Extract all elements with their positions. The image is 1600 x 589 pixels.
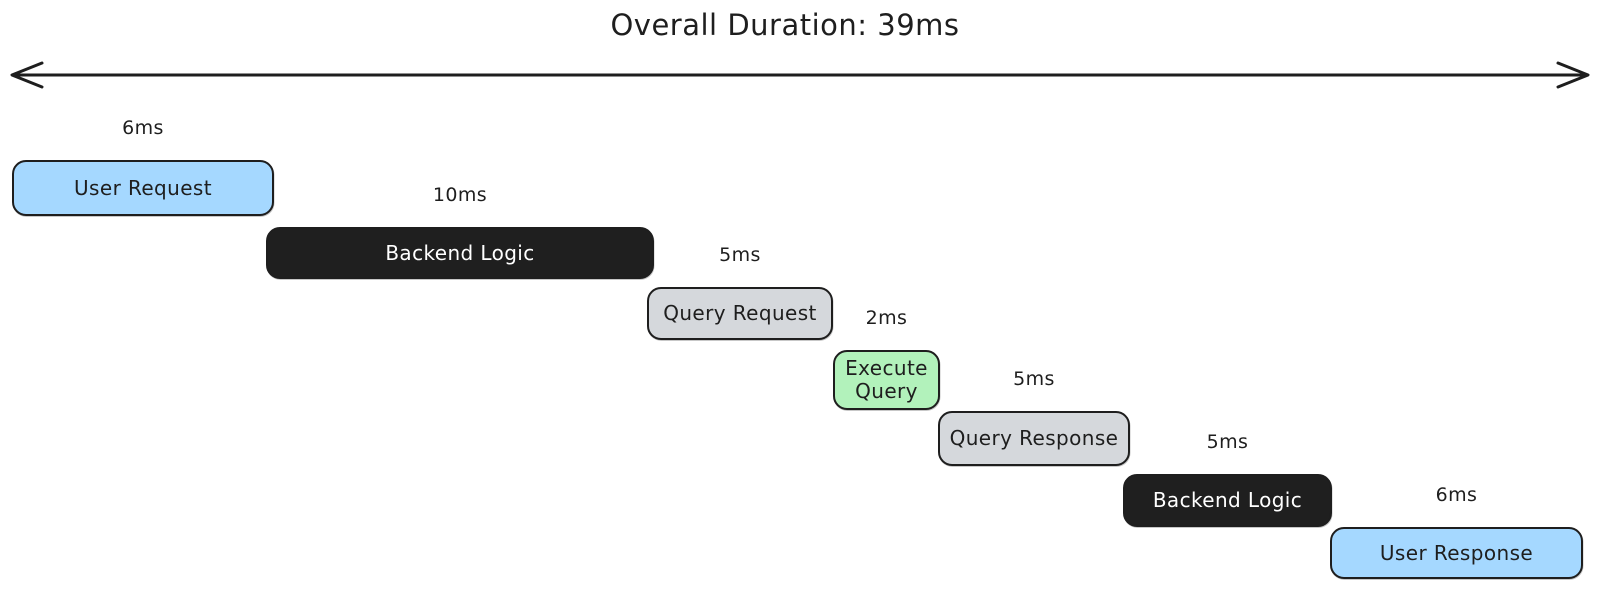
segment-box-backend-logic-2: Backend Logic bbox=[1123, 474, 1332, 527]
segment-duration-query-response: 5ms bbox=[1013, 368, 1055, 390]
segment-label: Query Response bbox=[949, 426, 1119, 450]
segment-box-query-request: Query Request bbox=[647, 287, 833, 340]
segment-label: User Response bbox=[1379, 540, 1534, 565]
segment-duration-execute-query: 2ms bbox=[865, 307, 908, 329]
diagram-title: Overall Duration: 39ms bbox=[610, 8, 960, 42]
segment-label: Backend Logic bbox=[1152, 488, 1303, 512]
segment-box-query-response: Query Response bbox=[938, 411, 1130, 466]
segment-duration-user-response: 6ms bbox=[1435, 484, 1478, 506]
segment-duration-query-request: 5ms bbox=[719, 244, 761, 266]
segment-label: User Request bbox=[74, 175, 212, 200]
segment-label: Query Request bbox=[663, 301, 817, 325]
arrowhead-left-icon bbox=[10, 61, 44, 89]
segment-duration-backend-logic-2: 5ms bbox=[1206, 431, 1249, 453]
segment-box-user-response: User Response bbox=[1330, 527, 1583, 579]
segment-duration-user-request: 6ms bbox=[122, 117, 164, 139]
segment-box-backend-logic-1: Backend Logic bbox=[266, 227, 654, 279]
arrowhead-right-icon bbox=[1556, 61, 1590, 89]
segment-box-execute-query: Execute Query bbox=[833, 350, 940, 410]
segment-duration-backend-logic-1: 10ms bbox=[432, 184, 488, 206]
segment-box-user-request: User Request bbox=[12, 160, 274, 216]
segment-label: Execute Query bbox=[845, 356, 928, 403]
segment-label: Backend Logic bbox=[385, 240, 535, 265]
overall-duration-arrow bbox=[10, 61, 1590, 89]
